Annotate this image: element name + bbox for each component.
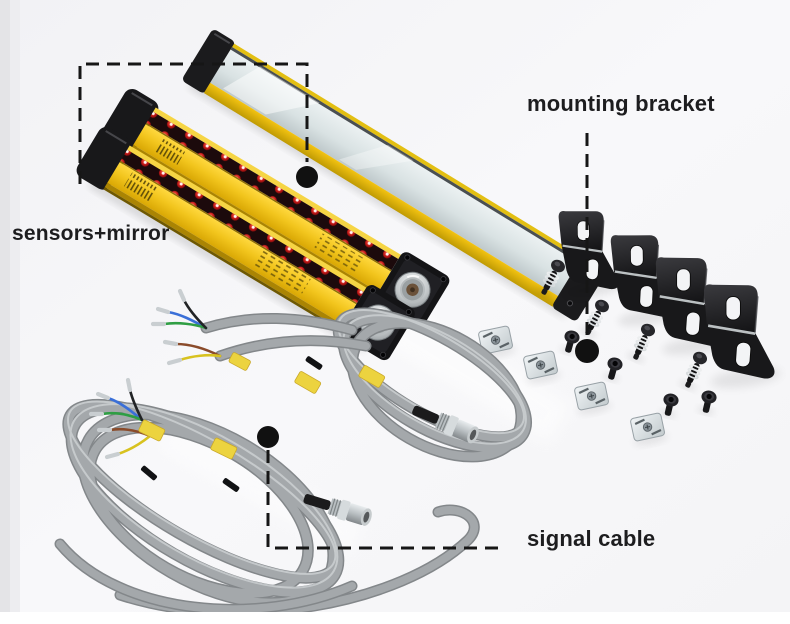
barcode-label — [155, 138, 186, 165]
spec-text-label — [250, 248, 311, 296]
sensor-plug-connector — [394, 271, 431, 308]
warning-tag — [138, 419, 238, 460]
wire-ends — [150, 288, 222, 366]
led-strip — [146, 111, 399, 271]
photo-bottom-margin — [0, 612, 790, 624]
warning-tag — [228, 352, 386, 394]
sensors-mirror-callout-line — [78, 62, 309, 184]
led-strip — [120, 149, 364, 304]
reflective-mirror — [183, 30, 606, 321]
spec-text-label — [312, 233, 366, 276]
signal-cable-label: signal cable — [527, 526, 656, 551]
signal-cable-callout-line — [266, 450, 505, 550]
signal-cable-lower — [54, 377, 480, 618]
mirror-surface — [210, 46, 581, 297]
zip-tie — [222, 478, 240, 492]
sensors-mirror-callout-dot — [296, 166, 318, 188]
light-curtain-sensor-front — [76, 127, 415, 361]
sensors-mirror-label: sensors+mirror — [12, 222, 170, 245]
mounting-bracket-callout-dot — [575, 339, 599, 363]
sensor-end-cap — [76, 127, 133, 190]
signal-cable-callout-dot — [257, 426, 279, 448]
barcode-label — [123, 172, 158, 202]
mounting-bracket-label: mounting bracket — [527, 91, 715, 116]
zip-tie — [140, 465, 158, 481]
signal-cable-upper — [150, 288, 533, 463]
callouts — [78, 62, 599, 550]
mirror-frame — [203, 82, 559, 307]
zip-tie — [305, 356, 323, 370]
